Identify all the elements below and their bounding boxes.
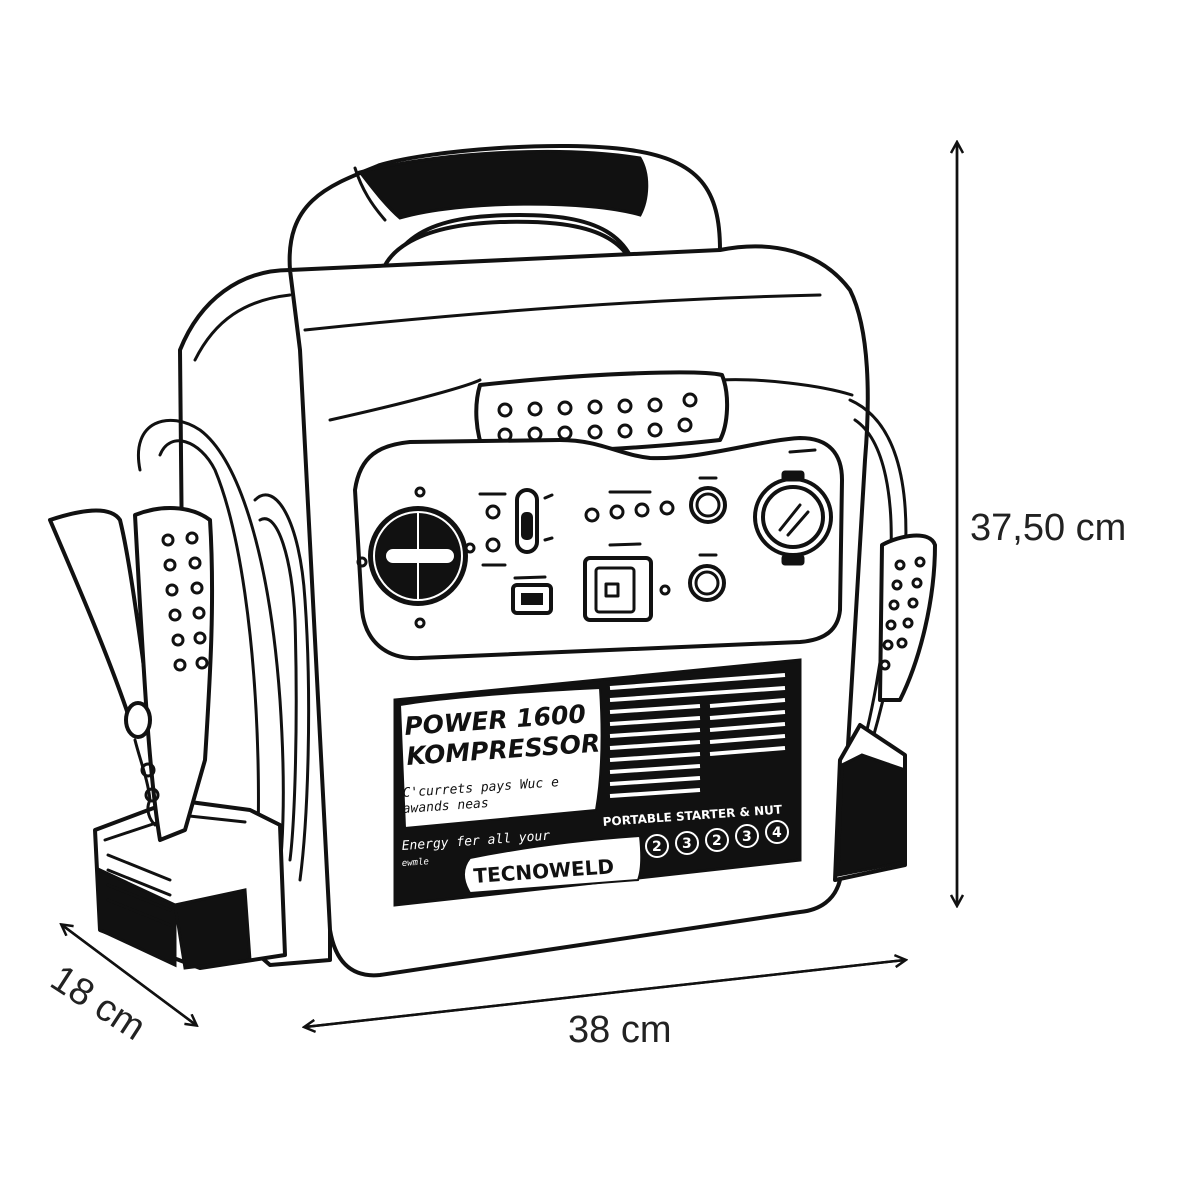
left-jumper-clamp[interactable] xyxy=(48,506,215,842)
badge-5: 4 xyxy=(772,825,782,841)
control-panel xyxy=(353,436,844,661)
product-label: POWER 1600 KOMPRESSOR C'currets pays Wuc… xyxy=(393,658,802,907)
rotary-dial-knob[interactable] xyxy=(356,486,476,629)
height-dimension: 37,50 cm xyxy=(957,143,1126,905)
depth-label: 18 cm xyxy=(43,957,153,1049)
badge-4: 3 xyxy=(742,829,752,845)
12v-socket[interactable] xyxy=(753,448,833,566)
right-clamp-holder xyxy=(833,723,907,882)
power-switch[interactable] xyxy=(583,542,671,622)
left-clamp-holes xyxy=(161,531,209,672)
badge-1: 2 xyxy=(652,839,662,855)
width-label: 38 cm xyxy=(568,1009,671,1051)
right-clamp-holes xyxy=(879,556,926,671)
badge-2: 3 xyxy=(682,836,692,852)
left-clamp-holder xyxy=(93,798,287,970)
tagline-line2: awands neas xyxy=(402,796,489,817)
spec-text-lines xyxy=(609,673,786,798)
usb-port[interactable] xyxy=(511,575,553,615)
push-button-bottom[interactable] xyxy=(688,553,726,602)
push-button-top[interactable] xyxy=(689,476,727,524)
right-jumper-clamp[interactable] xyxy=(878,533,937,702)
width-dimension: 38 cm xyxy=(305,960,905,1051)
badge-circles: 2 3 2 3 4 xyxy=(645,820,789,858)
badge-3: 2 xyxy=(712,833,722,849)
mode-switch-group xyxy=(478,488,554,567)
led-light-bar xyxy=(474,370,730,457)
energy-line2: ewmle xyxy=(402,857,430,869)
height-label: 37,50 cm xyxy=(970,507,1126,549)
indicator-lights xyxy=(584,490,675,523)
